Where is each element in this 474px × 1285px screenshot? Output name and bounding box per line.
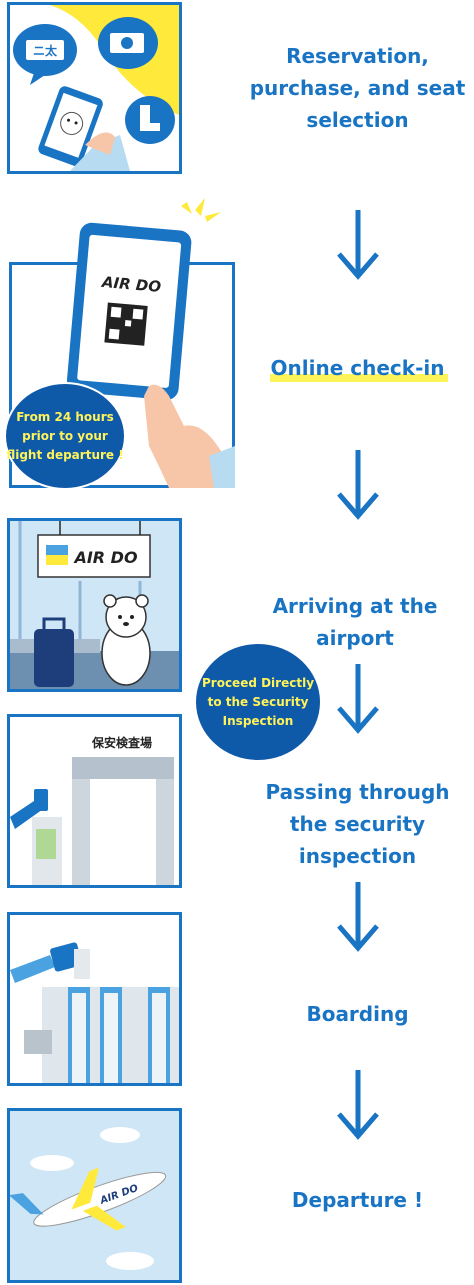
reservation-illustration: ニ太: [7, 2, 182, 174]
security-scene: 保安検査場: [10, 717, 179, 885]
security-sign-text: 保安検査場: [91, 735, 152, 750]
boarding-scene: [10, 915, 179, 1083]
svg-text:AIR DO: AIR DO: [72, 548, 138, 567]
down-arrow-icon: [337, 1070, 379, 1140]
phone-checkin-scene: AIR DO: [66, 198, 235, 488]
down-arrow-icon: [337, 450, 379, 520]
down-arrow-icon: [337, 882, 379, 952]
airport-scene: AIR DO: [10, 521, 179, 689]
security-illustration: 保安検査場: [7, 714, 182, 888]
checkin-timing-badge: From 24 hours prior to your flight depar…: [4, 382, 126, 490]
step-label-boarding: Boarding: [306, 1002, 409, 1026]
reservation-scene: ニ太: [10, 5, 179, 171]
airport-illustration: AIR DO: [7, 518, 182, 692]
departure-illustration: AIR DO: [7, 1108, 182, 1283]
svg-text:AIR DO: AIR DO: [100, 273, 162, 296]
step-label-security: Passing through the security inspection: [265, 780, 450, 868]
down-arrow-icon: [337, 664, 379, 734]
departure-scene: AIR DO: [10, 1111, 179, 1280]
down-arrow-icon: [337, 210, 379, 280]
step-label-checkin: Online check-in: [270, 356, 445, 380]
step-label-reservation: Reservation, purchase, and seat selectio…: [249, 44, 466, 132]
step-label-departure: Departure !: [291, 1188, 424, 1212]
label-highlight: [270, 374, 448, 382]
security-direct-badge: Proceed Directly to the Security Inspect…: [196, 644, 320, 760]
boarding-illustration: [7, 912, 182, 1086]
step-label-airport: Arriving at the airport: [272, 594, 438, 650]
svg-text:ニ太: ニ太: [33, 43, 58, 58]
